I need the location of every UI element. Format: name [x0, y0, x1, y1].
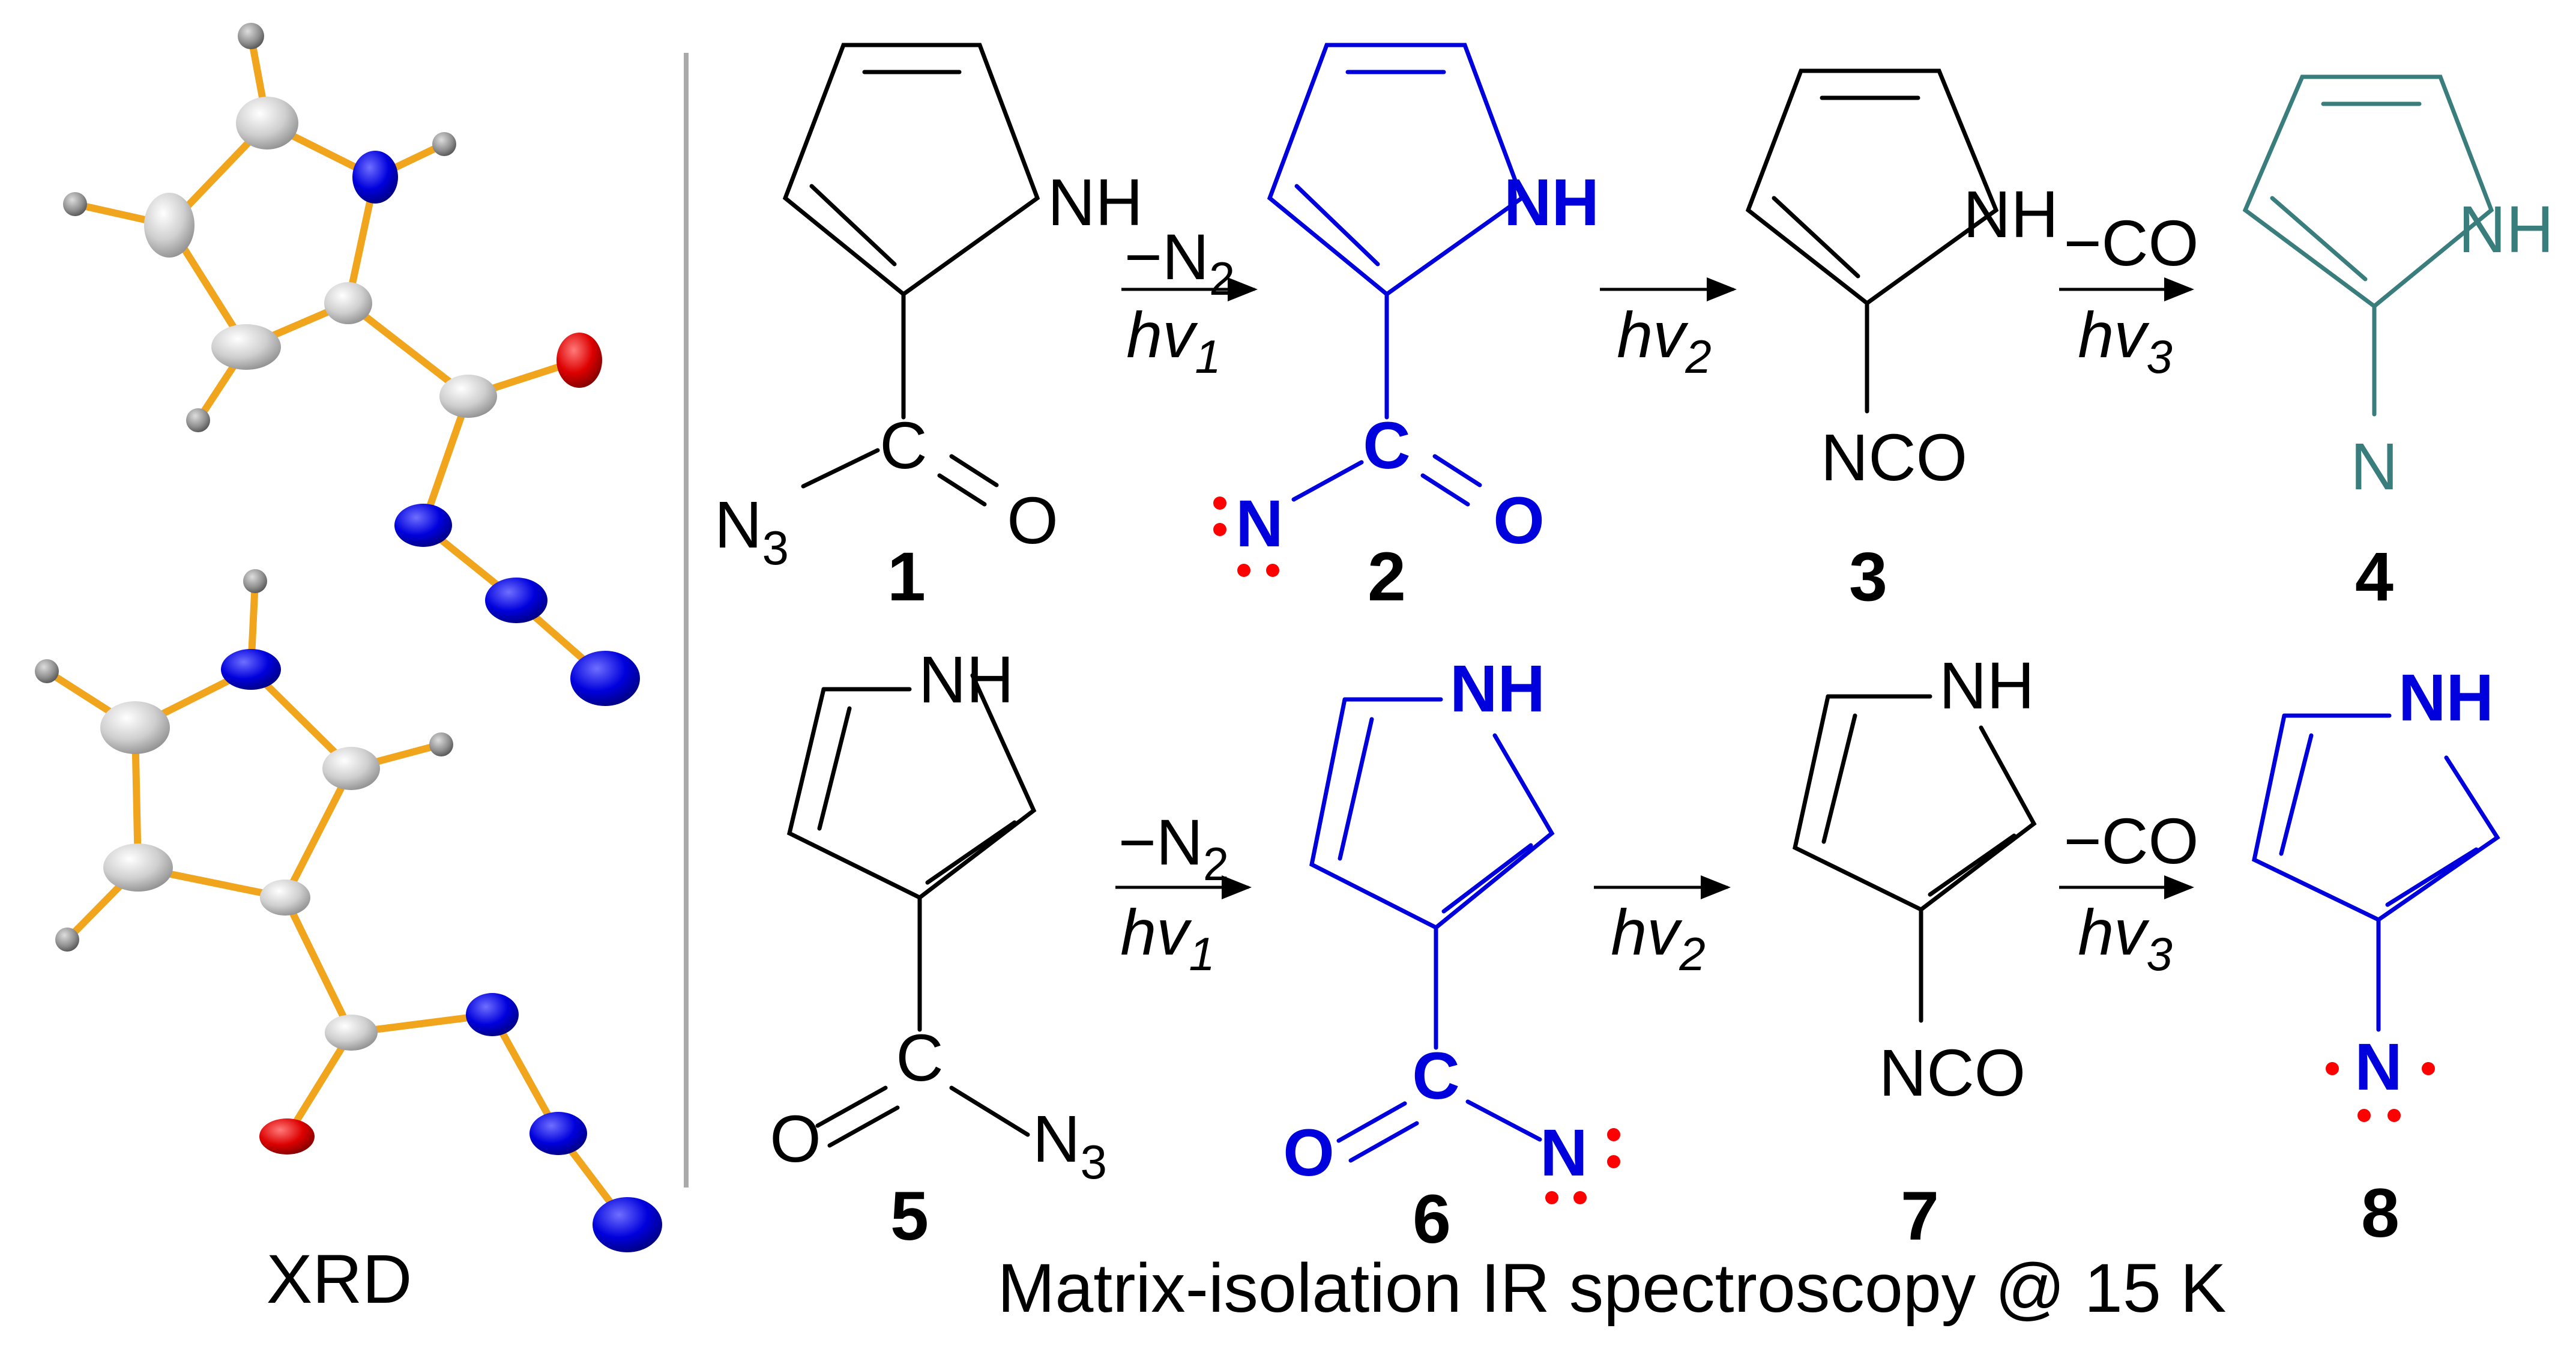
compound-number: 7	[1901, 1178, 1939, 1255]
bottom-caption: Matrix-isolation IR spectroscopy @ 15 K	[998, 1250, 2227, 1327]
nh-label: NH	[1048, 166, 1143, 240]
oxygen-label: O	[1283, 1116, 1335, 1190]
carbon-label: C	[896, 1021, 943, 1095]
lone-pair-dots	[1213, 496, 1279, 577]
arrow-1-to-2: −N2 hv1	[1121, 220, 1258, 383]
arrow-3-to-4: −CO hv3	[2059, 207, 2199, 383]
compound-number: 3	[1849, 539, 1887, 615]
hv2-label: hv2	[1611, 896, 1705, 980]
compound-1: NH C O N3 1	[714, 43, 1143, 615]
nitrene-label: N	[2350, 430, 2398, 504]
n-atom	[593, 1197, 662, 1252]
carbon-label: C	[1412, 1039, 1459, 1113]
n-atom	[529, 1112, 587, 1155]
c-atom	[103, 844, 173, 892]
xrd-structure-bottom	[35, 569, 662, 1252]
isocyanate-label: NCO	[1879, 1036, 2026, 1110]
carbon-label: C	[879, 409, 927, 483]
hv3-label: hv3	[2078, 896, 2172, 980]
compound-number: 8	[2361, 1175, 2400, 1252]
minus-n2-label: −N2	[1124, 220, 1235, 305]
n-atom	[394, 504, 452, 547]
o-atom	[557, 333, 602, 388]
c-atom	[322, 747, 380, 790]
c-atom	[236, 97, 298, 149]
compound-8: NH N 8	[2252, 661, 2500, 1252]
n-atom	[485, 578, 547, 623]
nh-label: NH	[1450, 652, 1545, 726]
c-atom	[325, 1015, 378, 1051]
nh-label: NH	[1939, 649, 2035, 723]
n-atom	[570, 651, 640, 706]
compound-number: 1	[887, 539, 926, 615]
n-atom	[221, 649, 281, 690]
carbon-label: C	[1363, 409, 1410, 483]
compound-number: 2	[1368, 539, 1406, 615]
c-atom	[260, 880, 310, 916]
nitrene-label: N	[1235, 487, 1283, 561]
compound-2: NH C O N 2	[1213, 43, 1599, 615]
lone-pair-dots	[1545, 1128, 1620, 1204]
compound-4: NH N 4	[2242, 74, 2554, 615]
nh-label: NH	[1504, 166, 1599, 240]
azide-label: N3	[714, 488, 789, 575]
oxygen-label: O	[770, 1102, 821, 1176]
isocyanate-label: NCO	[1821, 421, 1967, 495]
c-atom	[100, 701, 170, 754]
h-atom	[63, 192, 87, 216]
arrow-5-to-6: −N2 hv1	[1115, 806, 1252, 980]
c-atom	[439, 375, 497, 418]
h-atom	[35, 659, 59, 683]
oxygen-label: O	[1007, 484, 1058, 558]
xrd-structure-top	[63, 23, 640, 706]
minus-n2-label: −N2	[1118, 806, 1229, 890]
nh-label: NH	[1963, 178, 2059, 252]
oxygen-label: O	[1493, 484, 1545, 558]
lone-pair-dots	[2326, 1062, 2435, 1122]
compound-7: NH NCO 7	[1792, 649, 2037, 1255]
h-atom	[243, 569, 267, 593]
o-atom	[259, 1118, 315, 1154]
hv1-label: hv1	[1126, 298, 1220, 383]
compound-number: 4	[2355, 539, 2394, 615]
minus-co-label: −CO	[2063, 207, 2198, 279]
azide-label: N3	[1033, 1102, 1107, 1189]
nitrene-label: N	[2354, 1030, 2402, 1104]
compound-3: NH NCO 3	[1745, 68, 2059, 615]
arrow-2-to-3: hv2	[1600, 277, 1737, 383]
hv2-label: hv2	[1617, 298, 1711, 383]
compound-5: NH C O N3 5	[770, 643, 1107, 1255]
hv1-label: hv1	[1120, 896, 1214, 980]
compound-6: NH C O N 6	[1283, 652, 1620, 1258]
minus-co-label: −CO	[2063, 804, 2198, 877]
arrow-6-to-7: hv2	[1594, 875, 1731, 980]
compound-number: 5	[890, 1178, 929, 1255]
arrow-7-to-8: −CO hv3	[2059, 804, 2199, 980]
h-atom	[186, 408, 210, 432]
h-atom	[432, 132, 456, 156]
h-atom	[429, 732, 453, 756]
c-atom	[211, 324, 281, 370]
compound-number: 6	[1413, 1181, 1451, 1258]
hv3-label: hv3	[2078, 298, 2172, 383]
nh-label: NH	[918, 643, 1014, 717]
nitrene-label: N	[1540, 1116, 1587, 1190]
c-atom	[324, 282, 372, 324]
xrd-caption: XRD	[267, 1241, 412, 1318]
c-atom	[144, 193, 195, 258]
n-atom	[466, 993, 519, 1036]
nh-label: NH	[2398, 661, 2494, 735]
nh-label: NH	[2458, 193, 2554, 267]
n-atom	[352, 151, 398, 204]
h-atom	[55, 928, 79, 952]
h-atom	[238, 23, 264, 49]
